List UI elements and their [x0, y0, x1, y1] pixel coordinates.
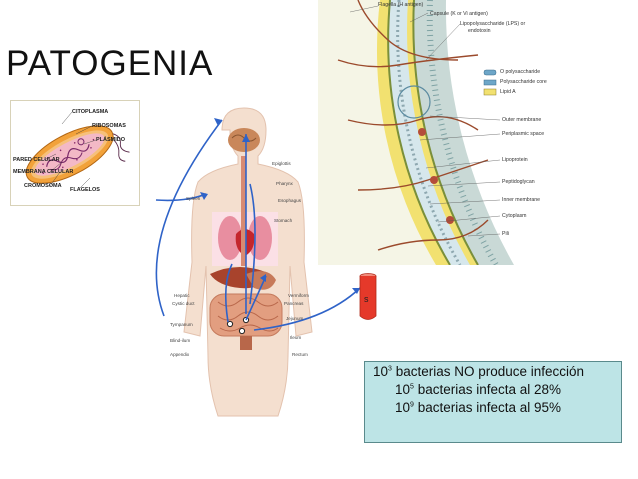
wall-label-o-polysaccharide: O polysaccharide	[500, 69, 541, 75]
organ-label-appendix: Appendix	[170, 352, 190, 357]
organ-label-tympanum: Tympanum	[170, 322, 193, 327]
dose-line-3-exponent: 9	[410, 401, 414, 409]
bact-label-membrana: MEMBRANA CELULAR	[13, 169, 74, 175]
cell-wall-illustration	[318, 0, 514, 265]
test-tube-icon	[359, 273, 377, 320]
wall-label-outer-membrane: Outer membrane	[502, 117, 542, 123]
organ-label-blind: Blind-ilum	[170, 338, 191, 343]
wall-label-core: Polysaccharide core	[500, 79, 547, 85]
dose-line-3-text: bacterias infecta al 95%	[413, 400, 562, 415]
dose-line-1: 103 bacterias NO produce infección	[373, 364, 584, 379]
organ-label-cystic: Cystic duct	[172, 301, 195, 306]
organ-label-pancreas: Pancreas	[284, 301, 304, 306]
test-tube-label: s	[364, 294, 369, 304]
dose-line-1-text: bacterias NO produce infección	[391, 364, 585, 379]
slide-title: PATOGENIA	[6, 44, 214, 83]
infection-dose-box: 103 bacterias NO produce infección 105 b…	[364, 361, 622, 443]
wall-label-endotoxin: endotoxin	[468, 28, 491, 34]
organ-label-rectum: Rectum	[292, 352, 308, 357]
wall-label-lipoprotein: Lipoprotein	[502, 157, 528, 163]
wall-label-pili: Pili	[502, 231, 509, 237]
organ-label-vermiform: Vermiform	[288, 293, 309, 298]
wall-label-capsule: Capsule (K or Vi antigen)	[430, 11, 488, 17]
wall-label-flagella: Flagella (H antigen)	[378, 2, 424, 8]
bact-label-ribosomas: RIBOSOMAS	[92, 123, 126, 129]
organ-label-spleen: Spleen	[186, 196, 201, 201]
bact-label-plasmido: PLÁSMIDO	[96, 137, 126, 143]
bact-label-flagelos: FLAGELOS	[70, 187, 100, 193]
dose-line-2-exponent: 5	[410, 383, 414, 391]
wall-label-lps: Lipopolysaccharide (LPS) or	[460, 21, 526, 27]
organ-label-epiglottis: Epiglottis	[272, 161, 291, 166]
organ-label-pharynx: Pharynx	[276, 181, 293, 186]
dose-line-1-base: 10	[373, 364, 389, 379]
organ-label-stomach: Stomach	[274, 218, 293, 223]
dose-line-2-base: 10	[395, 382, 411, 397]
wall-label-periplasmic: Periplasmic space	[502, 131, 545, 137]
bact-label-pared: PARED CELULAR	[13, 157, 60, 163]
organ-label-jejunum: Jejunum	[286, 316, 304, 321]
human-body-illustration	[155, 107, 361, 417]
dose-line-1-exponent: 3	[388, 365, 392, 373]
organ-label-ileum: Ileum	[290, 335, 302, 340]
organ-label-esophagus: Esophagus	[278, 198, 301, 203]
wall-label-cytoplasm: Cytoplasm	[502, 213, 527, 219]
dose-line-3-base: 10	[395, 400, 411, 415]
dose-line-3: 109 bacterias infecta al 95%	[395, 400, 561, 415]
bact-label-citoplasma: CITOPLASMA	[72, 109, 109, 115]
wall-label-peptidoglycan: Peptidoglycan	[502, 179, 535, 185]
dose-line-2-text: bacterias infecta al 28%	[413, 382, 562, 397]
dose-line-2: 105 bacterias infecta al 28%	[395, 382, 561, 397]
bact-label-cromosoma: CROMOSOMA	[24, 183, 62, 189]
wall-label-inner-membrane: Inner membrane	[502, 197, 541, 203]
wall-label-lipid-a: Lipid A	[500, 89, 516, 95]
organ-label-hepatic: Hepatic	[174, 293, 190, 298]
bacterium-illustration	[25, 111, 130, 189]
